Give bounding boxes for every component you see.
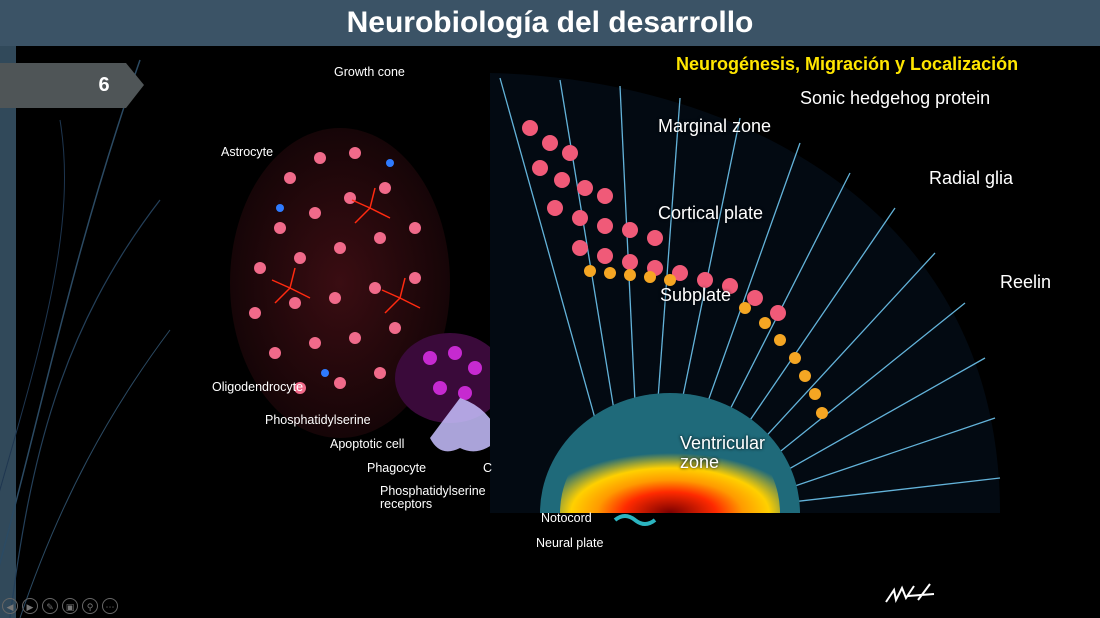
label-marginal-zone: Marginal zone [658,116,772,136]
next-slide-button[interactable]: ▶ [22,598,38,614]
slide-subtitle: Neurogénesis, Migración y Localización [676,54,1019,74]
previous-slide-button[interactable]: ◀ [2,598,18,614]
presentation-controls: ◀ ▶ ✎ ▣ ⚲ ⋯ [2,598,132,616]
slide-number-tab [0,63,126,108]
label-growth-cone: Growth cone [334,65,405,79]
pen-tool-button[interactable]: ✎ [42,598,58,614]
cell-cluster-region [230,128,450,438]
label-oligodendrocyte: Oligodendrocyte [212,380,304,394]
slide-number-arrow [126,63,144,108]
label-subplate: Subplate [660,285,732,305]
all-slides-button[interactable]: ▣ [62,598,78,614]
title-bar [0,0,1100,46]
label-cortical-plate: Cortical plate [658,203,764,223]
label-reelin: Reelin [1000,272,1052,292]
label-phosphatidylserine: Phosphatidylserine [265,413,371,427]
label-phagocyte: Phagocyte [367,461,427,475]
label-sonic-hedgehog: Sonic hedgehog protein [800,88,991,108]
slide-title: Neurobiología del desarrollo [346,6,754,39]
more-options-button[interactable]: ⋯ [102,598,118,614]
label-notocord: Notocord [541,511,592,525]
label-apoptotic-cell: Apoptotic cell [330,437,405,451]
neurodevelopment-illustration [230,73,1001,526]
slide-number: 6 [98,74,110,96]
label-c: C [483,461,493,475]
left-accent-bar [0,46,16,618]
label-astrocyte: Astrocyte [221,145,274,159]
label-radial-glia: Radial glia [929,168,1014,188]
signature-mark [885,583,935,604]
label-phosphatidylserine-receptors: Phosphatidylserine receptors [380,484,486,511]
label-neural-plate: Neural plate [536,536,604,550]
label-ventricular-zone: Ventricular zone [680,433,766,472]
zoom-button[interactable]: ⚲ [82,598,98,614]
